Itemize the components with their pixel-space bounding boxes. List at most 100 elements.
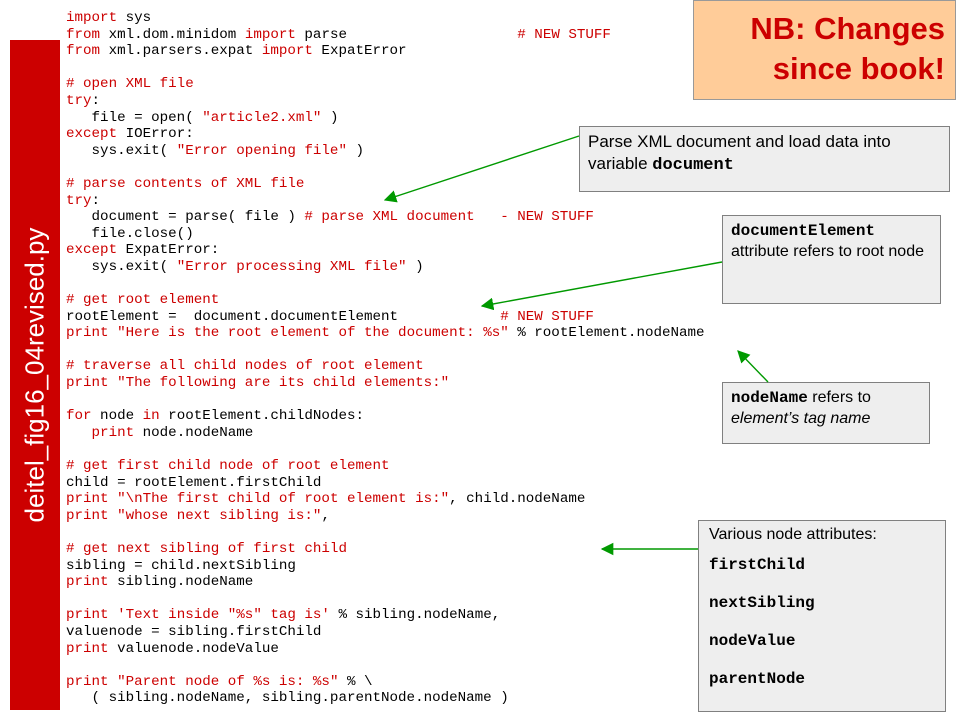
code-token: ) (406, 258, 424, 275)
code-line: print "\nThe first child of root element… (66, 491, 705, 508)
code-token: ) (321, 109, 339, 126)
code-token: import (66, 10, 118, 26)
code-token: sys (117, 10, 152, 26)
code-token: ExpatError (312, 43, 407, 60)
code-token: try (66, 92, 92, 109)
code-token: sys.exit( (66, 258, 177, 275)
code-token: except (66, 242, 118, 259)
node-name-text-italic: element’s tag name (731, 409, 871, 427)
filename-sidebar: deitel_fig16_04revised.py (10, 40, 60, 710)
code-line: print "Parent node of %s is: %s" % \ (66, 674, 705, 691)
code-line: except ExpatError: (66, 242, 705, 259)
code-token: # NEW STUFF (517, 26, 611, 43)
code-token: file = open( (66, 109, 203, 126)
code-token: # get first child node of root element (66, 458, 390, 475)
code-line: print "The following are its child eleme… (66, 375, 705, 392)
code-token: % rootElement.nodeName (508, 325, 705, 342)
code-token: except (66, 126, 118, 143)
code-token: "Parent node of %s is: %s" (117, 673, 339, 690)
code-token: "\nThe first child of root element is:" (117, 491, 450, 508)
code-token: ExpatError: (117, 242, 220, 259)
parse-callout-code: document (652, 156, 734, 176)
code-token: document = parse( file ) (66, 209, 305, 226)
changes-notice: NB: Changes since book! (693, 0, 956, 100)
code-token: for (66, 408, 92, 425)
attr-parent-node: parentNode (709, 670, 806, 688)
document-element-arrow (480, 261, 723, 311)
code-token: , (321, 507, 330, 524)
parse-callout-text: Parse XML document and load data into va… (588, 132, 891, 174)
code-token: ( sibling.nodeName, sibling.parentNode.n… (66, 690, 509, 707)
node-name-text: refers to (807, 389, 871, 406)
code-token: print (91, 424, 135, 441)
code-token: # parse XML document - NEW STUFF (304, 209, 594, 226)
code-token: rootElement.childNodes: (159, 408, 365, 425)
code-token: sys.exit( (66, 142, 177, 159)
code-token: 'Text inside "%s" tag is' (117, 607, 330, 624)
code-line: try: (66, 93, 705, 110)
code-token: sibling = child.nextSibling (66, 557, 296, 574)
code-token: child = rootElement.firstChild (66, 474, 322, 491)
code-token: import (244, 26, 296, 43)
code-line: document = parse( file ) # parse XML doc… (66, 209, 705, 226)
code-token: xml.parsers.expat (100, 43, 262, 60)
code-line: # get next sibling of first child (66, 541, 705, 558)
code-token: parse (295, 26, 518, 43)
node-attributes-title: Various node attributes: (709, 526, 877, 543)
code-token: print (66, 607, 109, 624)
code-token: sibling.nodeName (108, 574, 254, 591)
node-name-code: nodeName (731, 389, 808, 407)
code-line: from xml.dom.minidom import parse # NEW … (66, 27, 705, 44)
notice-line-1: NB: Changes (750, 11, 945, 46)
code-token: "Error processing XML file" (176, 258, 407, 275)
code-token: IOError: (117, 126, 194, 143)
attr-node-value: nodeValue (709, 632, 796, 650)
code-token: node (91, 408, 143, 425)
code-line: file = open( "article2.xml" ) (66, 110, 705, 127)
code-line: print valuenode.nodeValue (66, 641, 705, 658)
code-line: except IOError: (66, 126, 705, 143)
code-line: sys.exit( "Error opening file" ) (66, 143, 705, 160)
code-token: % sibling.nodeName, (329, 607, 501, 624)
code-token: print (66, 640, 109, 657)
code-line: # parse contents of XML file (66, 176, 705, 193)
attr-next-sibling: nextSibling (709, 594, 815, 612)
code-token: "The following are its child elements:" (117, 375, 450, 392)
code-token: % \ (338, 673, 373, 690)
code-token: print (66, 673, 109, 690)
code-token: # parse contents of XML file (66, 175, 305, 192)
code-token: : (91, 192, 101, 209)
code-token: file.close() (66, 225, 194, 242)
code-line: sibling = child.nextSibling (66, 558, 705, 575)
code-token: import (261, 43, 313, 60)
code-line: print "whose next sibling is:", (66, 508, 705, 525)
code-line: print node.nodeName (66, 425, 705, 442)
code-line: # get first child node of root element (66, 458, 705, 475)
code-line: try: (66, 193, 705, 210)
code-token: print (66, 491, 109, 508)
code-line: from xml.parsers.expat import ExpatError (66, 43, 705, 60)
code-line: print "Here is the root element of the d… (66, 325, 705, 342)
code-token: # get next sibling of first child (66, 541, 347, 557)
code-token: in (142, 408, 160, 425)
document-element-code: documentElement (731, 222, 876, 240)
code-token: from (66, 43, 101, 60)
code-line: valuenode = sibling.firstChild (66, 624, 705, 641)
code-line: import sys (66, 10, 705, 27)
code-token: valuenode.nodeValue (108, 640, 279, 657)
code-token: print (66, 507, 109, 524)
code-line: child = rootElement.firstChild (66, 475, 705, 492)
node-name-arrow (737, 350, 769, 383)
code-token: # get root element (66, 292, 220, 309)
code-token: , child.nodeName (449, 491, 586, 508)
code-line: sys.exit( "Error processing XML file" ) (66, 259, 705, 276)
code-token: xml.dom.minidom (100, 26, 245, 43)
node-attributes-callout: Various node attributes: firstChild next… (698, 520, 946, 712)
code-line: print sibling.nodeName (66, 574, 705, 591)
code-token: valuenode = sibling.firstChild (66, 623, 322, 640)
node-name-callout: nodeName refers to element’s tag name (722, 382, 930, 444)
code-token: "Error opening file" (176, 142, 347, 159)
code-token: # NEW STUFF (500, 308, 594, 325)
code-token: : (91, 92, 101, 109)
